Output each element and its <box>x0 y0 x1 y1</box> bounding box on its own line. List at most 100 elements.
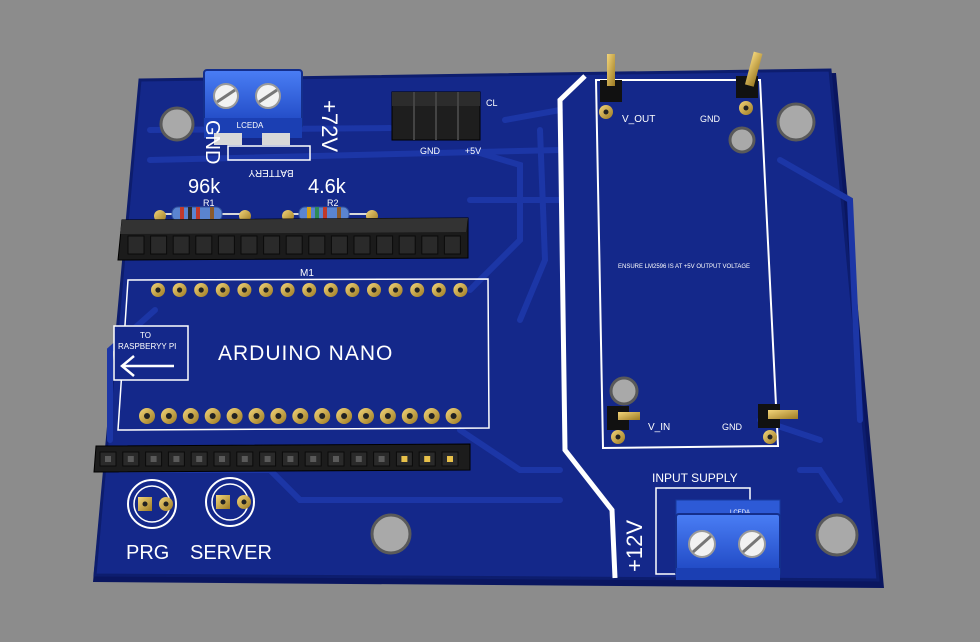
bottom-header-pin <box>424 456 431 462</box>
resistor-r2-ref: R2 <box>327 198 339 208</box>
nano-pad-hole <box>297 413 304 419</box>
nano-pad-hole <box>349 287 355 293</box>
nano-pad-hole <box>414 287 420 293</box>
prg-button[interactable]: PRG <box>126 479 177 564</box>
nano-pad-hole <box>371 287 377 293</box>
regulator-hole-top <box>728 126 756 154</box>
bottom-header-pin <box>196 456 203 462</box>
resistor-r2: 4.6k R2 <box>282 176 378 222</box>
mounting-hole-top-left <box>159 106 195 142</box>
resistor-r2-value: 4.6k <box>308 176 347 198</box>
bottom-header-pin <box>287 456 294 462</box>
bottom-header-pin <box>173 456 180 462</box>
top-header-socket <box>172 235 190 255</box>
top-header-socket <box>150 235 168 255</box>
top-header-socket <box>285 235 303 255</box>
power-header-vcc-label: +5V <box>465 146 481 156</box>
bottom-header-pin <box>401 456 408 462</box>
top-header-socket <box>217 235 235 255</box>
nano-pad-hole <box>428 413 435 419</box>
battery-label: BATTERY <box>248 167 294 178</box>
nano-pad-hole <box>393 287 399 293</box>
vout-label: V_OUT <box>622 114 655 125</box>
bottom-header-pin <box>447 456 453 462</box>
bottom-header-pin <box>378 456 385 462</box>
mounting-hole-bottom-middle <box>370 513 412 555</box>
bottom-header-pin <box>241 456 248 462</box>
nano-pad-hole <box>209 413 216 419</box>
nano-pad-hole <box>155 287 161 293</box>
nano-pad-hole <box>457 287 463 293</box>
nano-pad-hole <box>177 287 183 293</box>
input-voltage-label: +12V <box>622 520 647 572</box>
bottom-header-pin <box>150 456 157 462</box>
pi-arrow-line1: TO <box>140 331 151 340</box>
pi-arrow-line2: RASPBERYY PI <box>118 342 176 351</box>
power-header-gnd-label: GND <box>420 146 441 156</box>
nano-pad-hole <box>436 287 442 293</box>
mounting-hole-top-right <box>776 102 816 142</box>
top-header-socket <box>421 235 439 255</box>
vin-label: V_IN <box>648 422 670 433</box>
nano-pad-hole <box>220 287 226 293</box>
mounting-holes <box>159 102 859 557</box>
bottom-header-pin <box>355 456 362 462</box>
resistor-r1-ref: R1 <box>203 198 215 208</box>
nano-pad-hole <box>384 413 391 419</box>
bottom-male-header <box>93 443 471 473</box>
nano-pad-hole <box>241 287 247 293</box>
raspberry-pi-arrow-box: TO RASPBERYY PI <box>113 325 189 381</box>
top-header-socket <box>443 235 461 255</box>
resistor-r1: 96k R1 <box>154 176 251 222</box>
nano-pad-hole <box>328 287 334 293</box>
prg-label: PRG <box>126 542 169 564</box>
resistor-r1-value: 96k <box>188 176 221 198</box>
input-supply-title: INPUT SUPPLY <box>652 471 738 485</box>
bottom-header-pin <box>219 456 225 462</box>
gnd-top-label: GND <box>700 114 721 124</box>
battery-brand: LCEDA <box>237 121 264 130</box>
module-name: ARDUINO NANO <box>218 342 393 365</box>
nano-pad-hole <box>341 413 348 419</box>
battery-plus-label: +72V <box>317 100 342 152</box>
mounting-hole-bottom-right <box>815 513 859 557</box>
nano-pad-hole <box>187 413 194 419</box>
nano-pad-hole <box>231 413 238 419</box>
arduino-nano-module: M1 ARDUINO NANO <box>117 268 490 431</box>
top-header-socket <box>263 235 281 255</box>
top-female-header <box>117 217 469 261</box>
bottom-header-pin <box>105 456 111 462</box>
server-button[interactable]: SERVER <box>190 477 272 564</box>
nano-pad-hole <box>263 287 269 293</box>
server-label: SERVER <box>190 542 272 564</box>
bottom-header-pin <box>333 456 339 462</box>
power-header: GND +5V CL <box>391 91 498 156</box>
nano-pad-hole <box>306 287 312 293</box>
top-header-socket <box>376 235 394 255</box>
nano-pad-hole <box>165 413 172 419</box>
nano-pad-hole <box>198 287 204 293</box>
module-ref: M1 <box>300 268 314 279</box>
regulator-hole-bottom <box>609 376 639 406</box>
battery-terminal: LCEDA BATTERY +72V GND <box>201 69 342 178</box>
power-header-side-label: CL <box>486 98 498 108</box>
top-header-socket <box>240 235 258 255</box>
nano-pad-hole <box>363 413 369 419</box>
nano-pad-hole <box>319 413 326 419</box>
input-supply-terminal: INPUT SUPPLY LCEDA +12V <box>622 471 781 580</box>
top-header-socket <box>330 235 348 255</box>
nano-pad-hole <box>253 413 260 419</box>
bottom-header-pin <box>310 456 317 462</box>
nano-pad-hole <box>275 413 282 419</box>
top-header-socket <box>127 235 145 255</box>
top-header-socket <box>398 235 416 255</box>
nano-pad-hole <box>285 287 291 293</box>
top-header-socket <box>353 235 371 255</box>
section-divider <box>557 74 618 579</box>
nano-pad-hole <box>144 413 150 419</box>
battery-gnd-label: GND <box>201 120 223 164</box>
top-header-socket <box>308 235 326 255</box>
bottom-header-pin <box>127 456 134 462</box>
